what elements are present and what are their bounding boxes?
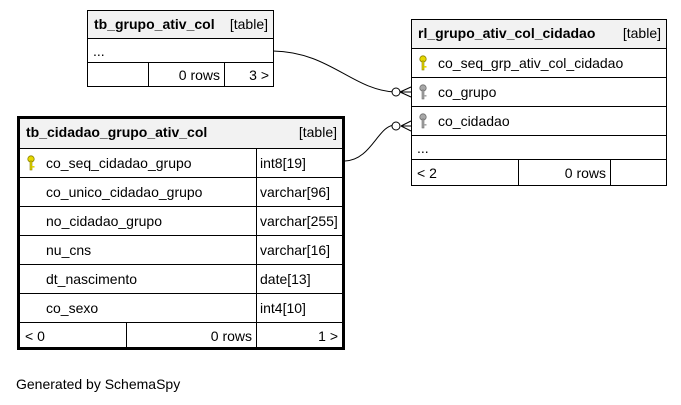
column-name: co_sexo [46,300,99,316]
table-footer: < 0 0 rows 1 > [20,323,342,348]
footer-left [88,63,148,86]
column-name: co_grupo [438,84,497,100]
column-row-dt-nascimento[interactable]: dt_nascimento date[13] [20,265,342,294]
table-comment: ... [93,42,105,59]
table-kind: [table] [229,16,268,32]
table-kind: [table] [298,124,337,140]
footer-parent-count[interactable]: < 0 [25,327,45,344]
table-name: tb_cidadao_grupo_ativ_col [26,124,208,140]
generated-by-caption: Generated by SchemaSpy [16,376,181,392]
column-name: dt_nascimento [46,271,138,287]
column-type: int8[19] [256,149,342,177]
optional-marker-grupo [391,87,401,97]
column-type: varchar[16] [256,236,342,264]
table-name: rl_grupo_ativ_col_cidadao [418,25,596,41]
column-name: co_seq_cidadao_grupo [46,155,192,171]
relationship-grupo-line [272,50,396,93]
column-type: int4[10] [256,294,342,322]
column-name: nu_cns [46,242,92,258]
column-type: varchar[255] [256,207,342,235]
column-name: co_cidadao [438,113,510,129]
table-comment: ... [417,139,429,156]
crowfoot-grupo [399,86,412,98]
column-type: date[13] [256,265,342,293]
column-type: varchar[96] [256,178,342,206]
table-header: tb_grupo_ativ_col [table] [88,11,273,39]
column-row-no-cidadao-grupo[interactable]: no_cidadao_grupo varchar[255] [20,207,342,236]
column-row-co-grupo[interactable]: co_grupo [412,78,666,107]
table-footer: < 2 0 rows [412,160,666,185]
foreign-key-icon [419,113,427,129]
table-header: rl_grupo_ativ_col_cidadao [table] [412,20,666,49]
table-header: tb_cidadao_grupo_ativ_col [table] [20,119,342,149]
column-row-nu-cns[interactable]: nu_cns varchar[16] [20,236,342,265]
primary-key-icon [419,55,427,71]
optional-marker-cidadao [391,121,401,131]
footer-row-count: 0 rows [518,160,610,185]
table-footer: 0 rows 3 > [88,63,273,86]
footer-right [610,160,666,185]
footer-child-count[interactable]: 3 > [224,63,273,86]
column-row-co-unico-cidadao-grupo[interactable]: co_unico_cidadao_grupo varchar[96] [20,178,342,207]
foreign-key-icon [419,84,427,100]
footer-row-count: 0 rows [148,63,224,86]
column-row-co-sexo[interactable]: co_sexo int4[10] [20,294,342,323]
primary-key-icon [27,155,35,171]
crowfoot-cidadao [400,120,412,132]
table-rl-grupo-ativ-col-cidadao[interactable]: rl_grupo_ativ_col_cidadao [table] co_seq… [411,19,667,186]
table-comment-row: ... [88,39,273,63]
column-name: co_unico_cidadao_grupo [46,184,203,200]
relationship-cidadao-line [344,124,397,162]
footer-row-count: 0 rows [126,323,256,348]
column-name: co_seq_grp_ativ_col_cidadao [438,55,624,71]
table-name: tb_grupo_ativ_col [94,16,215,32]
table-comment-row: ... [412,136,666,160]
column-row-co-cidadao[interactable]: co_cidadao [412,107,666,136]
footer-parent-count[interactable]: < 2 [417,164,437,181]
footer-child-count[interactable]: 1 > [256,323,342,348]
table-tb-grupo-ativ-col[interactable]: tb_grupo_ativ_col [table] ... 0 rows 3 > [87,10,274,87]
table-tb-cidadao-grupo-ativ-col[interactable]: tb_cidadao_grupo_ativ_col [table] co_seq… [17,116,345,350]
table-kind: [table] [622,25,661,41]
column-row-co-seq-grp-ativ-col-cidadao[interactable]: co_seq_grp_ativ_col_cidadao [412,49,666,78]
column-row-co-seq-cidadao-grupo[interactable]: co_seq_cidadao_grupo int8[19] [20,149,342,178]
column-name: no_cidadao_grupo [46,213,162,229]
